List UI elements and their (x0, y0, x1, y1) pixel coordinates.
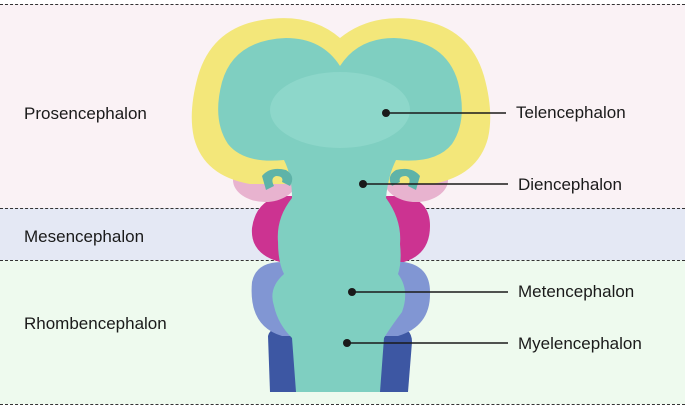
brain-core-highlight (270, 72, 410, 148)
myelencephalon-label: Myelencephalon (518, 334, 642, 353)
rhombencephalon-label: Rhombencephalon (24, 314, 167, 333)
diencephalon-left-curl (262, 168, 293, 190)
telencephalon-label: Telencephalon (516, 103, 626, 122)
metencephalon-dot (348, 288, 356, 296)
metencephalon-label: Metencephalon (518, 282, 635, 301)
diencephalon-label: Diencephalon (518, 175, 622, 194)
telencephalon-dot (382, 109, 390, 117)
brain-core-shape (218, 38, 462, 392)
myelencephalon-dot (343, 339, 351, 347)
bottom-divider (0, 404, 685, 405)
diencephalon-dot (359, 180, 367, 188)
top-divider (0, 4, 685, 5)
prosencephalon-label: Prosencephalon (24, 104, 147, 123)
mesencephalon-label: Mesencephalon (24, 227, 145, 246)
